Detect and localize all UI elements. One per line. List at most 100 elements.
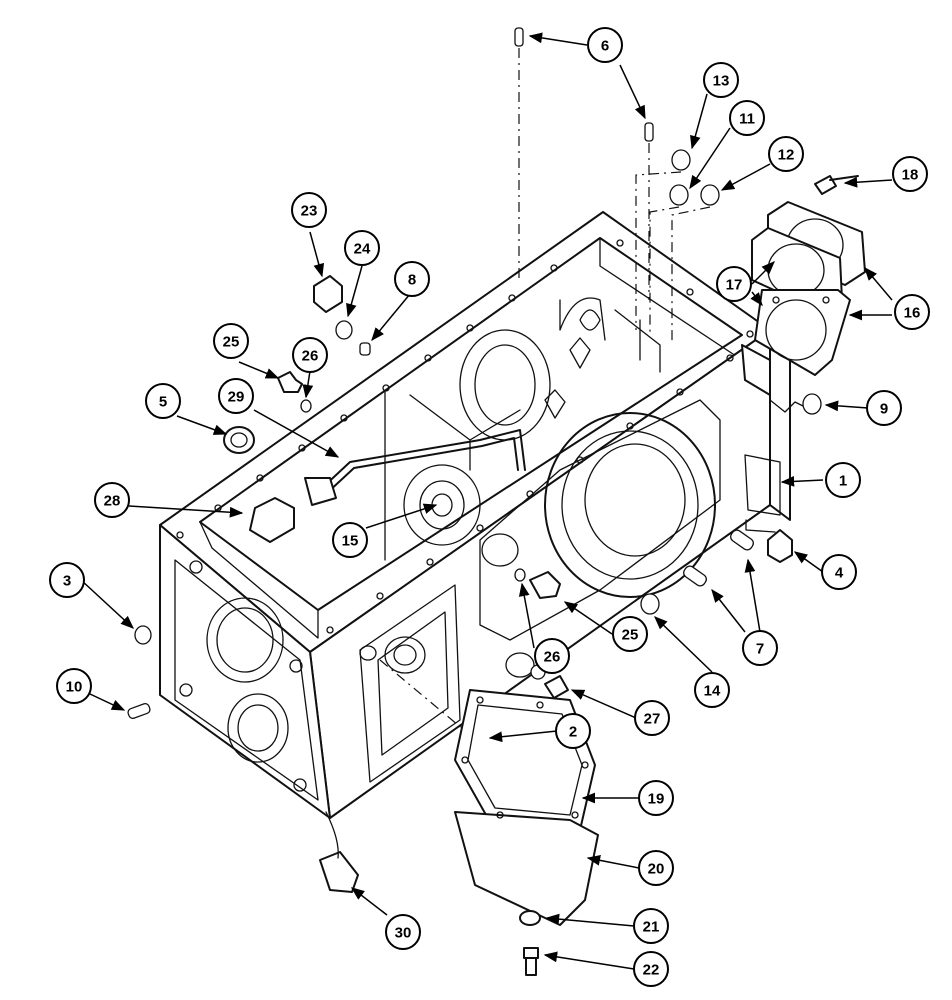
callout-circle bbox=[587, 27, 623, 63]
pin-part-6-lower bbox=[644, 122, 654, 142]
callout-number: 27 bbox=[644, 711, 661, 728]
callout-circle bbox=[292, 337, 328, 373]
callout-circle bbox=[892, 156, 928, 192]
plug-part-27 bbox=[544, 675, 569, 699]
drain-fitting-part-30 bbox=[319, 851, 359, 893]
callout-number: 25 bbox=[622, 627, 639, 644]
callout-circle bbox=[729, 100, 765, 136]
bush-part-8 bbox=[359, 342, 371, 356]
cover-plate-part-20 bbox=[454, 811, 599, 926]
callout-4: 4 bbox=[821, 554, 857, 590]
gasket-part-19 bbox=[454, 689, 596, 831]
callout-16: 16 bbox=[894, 294, 930, 330]
callout-number: 19 bbox=[648, 791, 665, 808]
callout-number: 25 bbox=[223, 334, 240, 351]
callout-19: 19 bbox=[638, 780, 674, 816]
callout-3: 3 bbox=[49, 562, 85, 598]
callout-26a: 26 bbox=[292, 337, 328, 373]
callout-circle bbox=[634, 700, 670, 736]
callout-number: 3 bbox=[63, 573, 71, 590]
dowel-part-7-upper bbox=[730, 529, 754, 551]
callout-number: 13 bbox=[713, 73, 730, 90]
callout-23: 23 bbox=[291, 192, 327, 228]
callout-10: 10 bbox=[56, 668, 92, 704]
callout-circle bbox=[145, 383, 181, 419]
callout-9: 9 bbox=[866, 390, 902, 426]
callout-30: 30 bbox=[385, 914, 421, 950]
callout-number: 5 bbox=[159, 394, 167, 411]
seal-part-5 bbox=[223, 426, 255, 454]
elbow-part-28 bbox=[249, 497, 295, 543]
plug-part-9 bbox=[802, 393, 822, 415]
callout-number: 15 bbox=[342, 533, 359, 550]
callout-14: 14 bbox=[694, 672, 730, 708]
callout-circle bbox=[344, 230, 380, 266]
callout-number: 30 bbox=[395, 925, 412, 942]
nut-part-21 bbox=[519, 910, 541, 926]
callout-circle bbox=[213, 323, 249, 359]
callout-circle bbox=[742, 630, 778, 666]
leader-lines bbox=[80, 32, 893, 970]
callout-22: 22 bbox=[633, 951, 669, 987]
callout-number: 10 bbox=[66, 679, 83, 696]
callout-number: 28 bbox=[104, 493, 121, 510]
callout-6: 6 bbox=[587, 27, 623, 63]
callout-circle bbox=[694, 672, 730, 708]
fitting-part-25-lower bbox=[529, 571, 561, 599]
callout-circle bbox=[291, 192, 327, 228]
plug-part-12 bbox=[700, 184, 720, 206]
bolt-part-18 bbox=[814, 175, 859, 195]
callout-number: 2 bbox=[569, 724, 577, 741]
callout-number: 26 bbox=[544, 649, 561, 666]
callout-29: 29 bbox=[218, 378, 254, 414]
callout-28: 28 bbox=[94, 482, 130, 518]
callout-circle bbox=[385, 914, 421, 950]
callout-number: 4 bbox=[835, 565, 844, 582]
cover-plates bbox=[751, 201, 866, 376]
plug-part-13 bbox=[671, 149, 691, 171]
oil-pipe-part-29 bbox=[319, 429, 526, 491]
callout-7: 7 bbox=[742, 630, 778, 666]
fitting-part-25-upper bbox=[277, 371, 303, 393]
transmission-housing bbox=[159, 211, 791, 819]
callout-18: 18 bbox=[892, 156, 928, 192]
callout-number: 20 bbox=[648, 861, 665, 878]
callout-26b: 26 bbox=[534, 638, 570, 674]
housing-top-opening bbox=[199, 237, 743, 611]
pin-part-6-upper bbox=[514, 27, 524, 47]
washer-part-24 bbox=[335, 320, 353, 340]
callout-circle bbox=[555, 713, 591, 749]
callout-number: 22 bbox=[643, 962, 660, 979]
callout-number: 17 bbox=[726, 277, 743, 294]
callout-circle bbox=[638, 780, 674, 816]
callout-13: 13 bbox=[703, 62, 739, 98]
callout-number: 11 bbox=[739, 111, 755, 128]
callout-number: 1 bbox=[839, 473, 847, 490]
washer-part-26-lower bbox=[514, 568, 526, 582]
washer-part-26-upper bbox=[300, 399, 312, 413]
flange-bolt-holes bbox=[176, 239, 754, 634]
callout-circle bbox=[218, 378, 254, 414]
plug-part-14 bbox=[640, 593, 660, 615]
callout-15: 15 bbox=[332, 522, 368, 558]
callout-1: 1 bbox=[825, 462, 861, 498]
callout-circle bbox=[94, 482, 130, 518]
plug-part-11 bbox=[669, 184, 689, 206]
callout-circle bbox=[394, 261, 430, 297]
callout-12: 12 bbox=[768, 136, 804, 172]
callout-circle bbox=[821, 554, 857, 590]
callout-25b: 25 bbox=[612, 616, 648, 652]
callout-circle bbox=[534, 638, 570, 674]
callout-11: 11 bbox=[729, 100, 765, 136]
callout-number: 18 bbox=[902, 167, 919, 184]
callout-number: 16 bbox=[904, 305, 921, 322]
callout-number: 23 bbox=[301, 203, 318, 220]
callout-circle bbox=[638, 850, 674, 886]
callout-circle bbox=[768, 136, 804, 172]
callout-circle bbox=[49, 562, 85, 598]
callout-2: 2 bbox=[555, 713, 591, 749]
plug-part-3 bbox=[134, 625, 152, 645]
